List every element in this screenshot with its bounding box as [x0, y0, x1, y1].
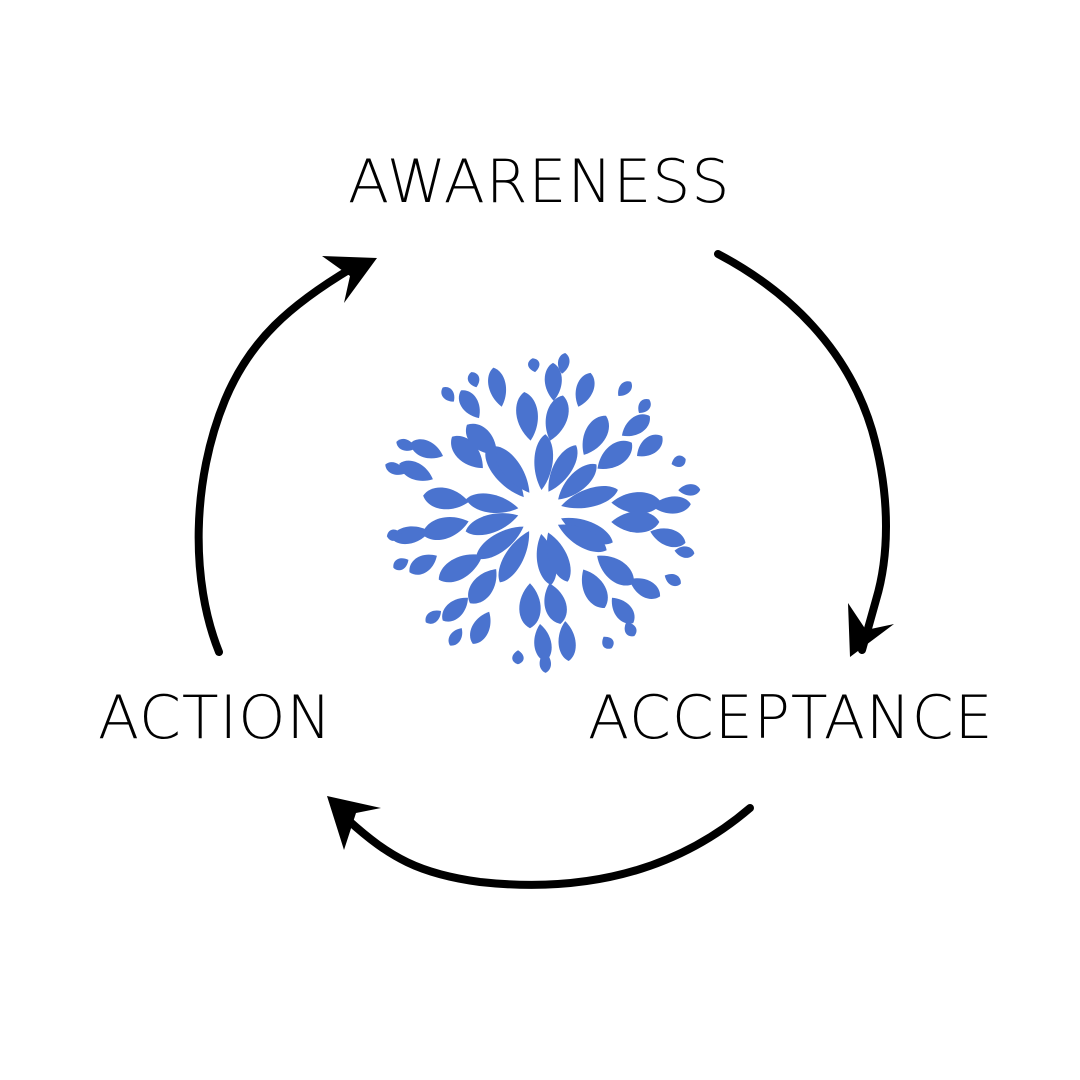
petal-shape [451, 435, 483, 469]
petal-shape [409, 554, 437, 575]
stage-label-action: ACTION [98, 683, 333, 753]
petal-shape [558, 463, 597, 500]
petal-shape [558, 621, 576, 661]
stage-label-awareness: AWARENESS [348, 147, 731, 217]
petal-shape [611, 492, 662, 514]
petal-shape [544, 583, 567, 624]
petal-shape [422, 517, 469, 541]
petal-shape [470, 611, 491, 644]
petal-shape [651, 496, 691, 514]
arrow-action-to-awareness [194, 256, 377, 656]
arrow-awareness-to-acceptance [714, 250, 894, 657]
petal-shape [582, 569, 608, 608]
petal-shape [611, 597, 635, 624]
arrowhead-action-icon [327, 796, 381, 850]
petal-shape [519, 583, 541, 629]
petal-shape [597, 555, 634, 586]
arrowhead-acceptance-icon [848, 603, 894, 657]
arrowhead-awareness-icon [322, 256, 377, 303]
petal-shape [448, 628, 463, 646]
petal-shape [516, 392, 538, 441]
petal-shape [557, 524, 607, 553]
petal-shape [534, 624, 552, 662]
petal-shape [548, 445, 578, 492]
petal-shape [638, 398, 651, 414]
petal-shape [674, 546, 695, 558]
petal-shape [468, 569, 497, 604]
petal-shape [399, 460, 433, 481]
petal-shape [494, 446, 530, 493]
petal-shape [488, 367, 507, 407]
stage-label-acceptance: ACCEPTANCE [588, 683, 994, 753]
petal-shape [442, 597, 469, 622]
petal-shape [618, 381, 632, 396]
petal-shape [621, 414, 650, 437]
petal-shape [386, 529, 402, 541]
petal-shape [557, 352, 570, 374]
petal-shape [476, 526, 524, 560]
petal-shape [393, 558, 409, 571]
petal-shape [624, 622, 637, 637]
petal-shape [385, 462, 406, 475]
petal-shape [425, 610, 442, 624]
petal-shape [410, 439, 444, 459]
petal-shape [629, 578, 661, 599]
petal-shape [545, 395, 569, 441]
petal-shape [528, 358, 540, 373]
petal-shape [636, 434, 663, 457]
petal-shape [441, 387, 455, 402]
petal-shape [465, 423, 497, 455]
petal-shape [539, 651, 552, 673]
petal-shape [611, 511, 660, 533]
petal-shape [544, 362, 562, 401]
petal-shape [582, 415, 610, 455]
petal-shape [423, 487, 469, 510]
petal-shape [465, 513, 519, 536]
petal-shape [597, 440, 633, 469]
petal-shape [391, 526, 430, 545]
petal-shape [512, 650, 524, 665]
arrow-acceptance-to-action [327, 796, 754, 889]
petal-shape [678, 484, 701, 496]
petal-shape [561, 486, 618, 509]
petal-shape [575, 372, 595, 407]
petal-shape [602, 636, 614, 649]
petal-shape [650, 528, 686, 548]
petal-shape [438, 554, 483, 583]
petal-shape [498, 531, 530, 583]
petal-shape [466, 493, 519, 513]
petal-shape [671, 455, 686, 467]
petal-shape [396, 438, 416, 451]
petal-shape [546, 532, 571, 582]
petal-shape [467, 372, 480, 388]
petal-shape [458, 390, 480, 419]
petal-shape [536, 533, 557, 586]
petal-shape [534, 434, 554, 491]
petal-shape [664, 573, 681, 587]
